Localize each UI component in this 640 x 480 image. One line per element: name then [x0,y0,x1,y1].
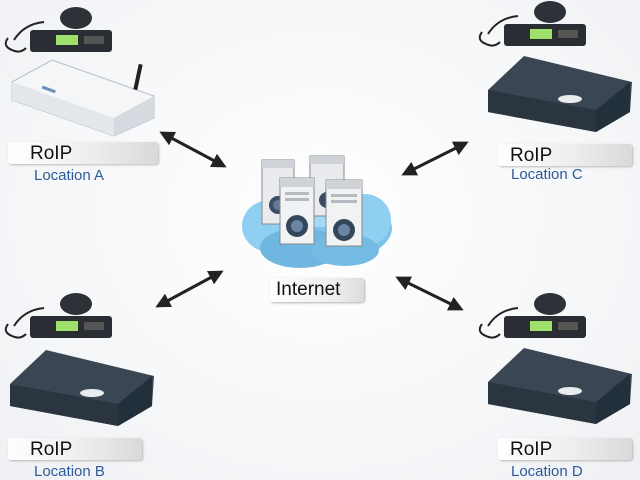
roip-label-a: RoIP [8,142,158,164]
roip-label-c: RoIP [498,144,632,166]
roip-text: RoIP [30,439,73,460]
server-icon [325,179,363,247]
location-c-label: Location C [511,166,583,183]
radio-icon [478,1,586,47]
gateway-white-icon [11,59,155,137]
internet-label: Internet [276,279,341,300]
gateway-dark-icon [488,56,632,132]
roip-text: RoIP [510,439,553,460]
arrow-location-a [159,131,227,168]
roip-label-d: RoIP [498,438,632,460]
roip-text: RoIP [30,143,73,164]
radio-icon [478,293,586,339]
location-a-label: Location A [34,167,105,184]
gateway-dark-icon [488,348,632,424]
radio-icon [4,293,112,339]
gateway-dark-icon [10,350,154,426]
roip-label-b: RoIP [8,438,142,460]
radio-icon [4,7,112,53]
arrow-location-c [401,141,469,176]
arrow-location-d [395,276,464,311]
location-b-label: Location B [34,463,105,480]
server-icon [279,177,315,245]
arrow-location-b [155,270,224,308]
location-d-label: Location D [511,463,583,480]
internet-label-box: Internet [270,278,364,302]
roip-text: RoIP [510,145,553,166]
